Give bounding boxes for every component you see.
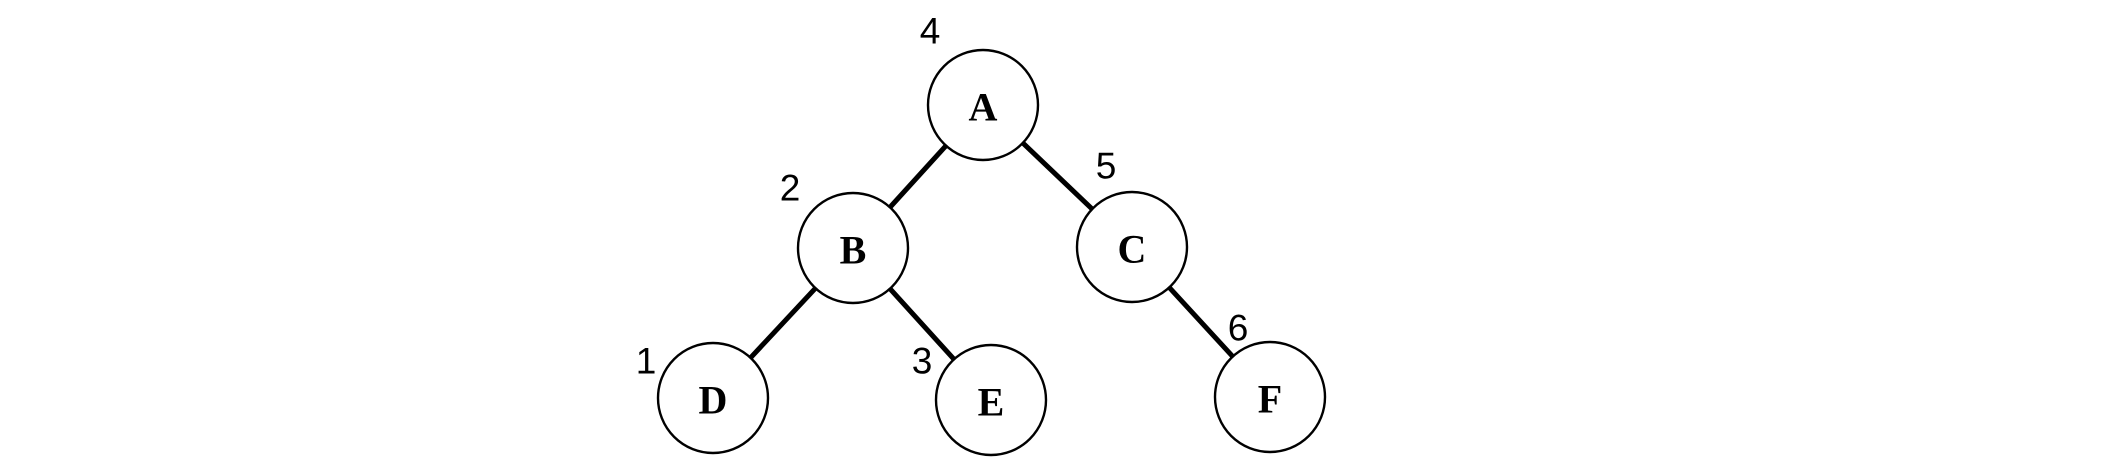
edge-c-f [1167, 285, 1235, 359]
node-number-c: 5 [1096, 146, 1117, 187]
edge-b-e [888, 287, 956, 361]
node-number-d: 1 [636, 341, 657, 382]
node-layer: A B C D E F [656, 48, 1327, 457]
node-label-f: F [1258, 377, 1282, 422]
node-a[interactable]: A [926, 48, 1040, 162]
node-circle-a[interactable] [926, 48, 1040, 162]
node-circle-c[interactable] [1075, 190, 1189, 304]
node-circle-d[interactable] [656, 341, 770, 455]
node-number-e: 3 [912, 341, 933, 382]
node-e[interactable]: E [934, 343, 1048, 457]
node-d[interactable]: D [656, 341, 770, 455]
node-label-b: B [840, 228, 867, 273]
node-circle-e[interactable] [934, 343, 1048, 457]
edge-b-d [748, 286, 818, 360]
node-number-a: 4 [920, 11, 941, 52]
weight-label-layer: 4 2 5 1 3 6 [636, 11, 1249, 382]
node-b[interactable]: B [796, 191, 910, 305]
node-f[interactable]: F [1213, 340, 1327, 454]
edge-layer [748, 141, 1235, 361]
node-label-a: A [969, 85, 998, 130]
edge-a-c [1021, 141, 1094, 211]
node-number-f: 6 [1228, 308, 1249, 349]
edge-a-b [888, 144, 948, 209]
node-number-b: 2 [780, 168, 801, 209]
node-label-d: D [699, 378, 728, 423]
node-circle-b[interactable] [796, 191, 910, 305]
node-label-c: C [1118, 227, 1147, 272]
node-c[interactable]: C [1075, 190, 1189, 304]
node-label-e: E [978, 380, 1005, 425]
node-circle-f[interactable] [1213, 340, 1327, 454]
